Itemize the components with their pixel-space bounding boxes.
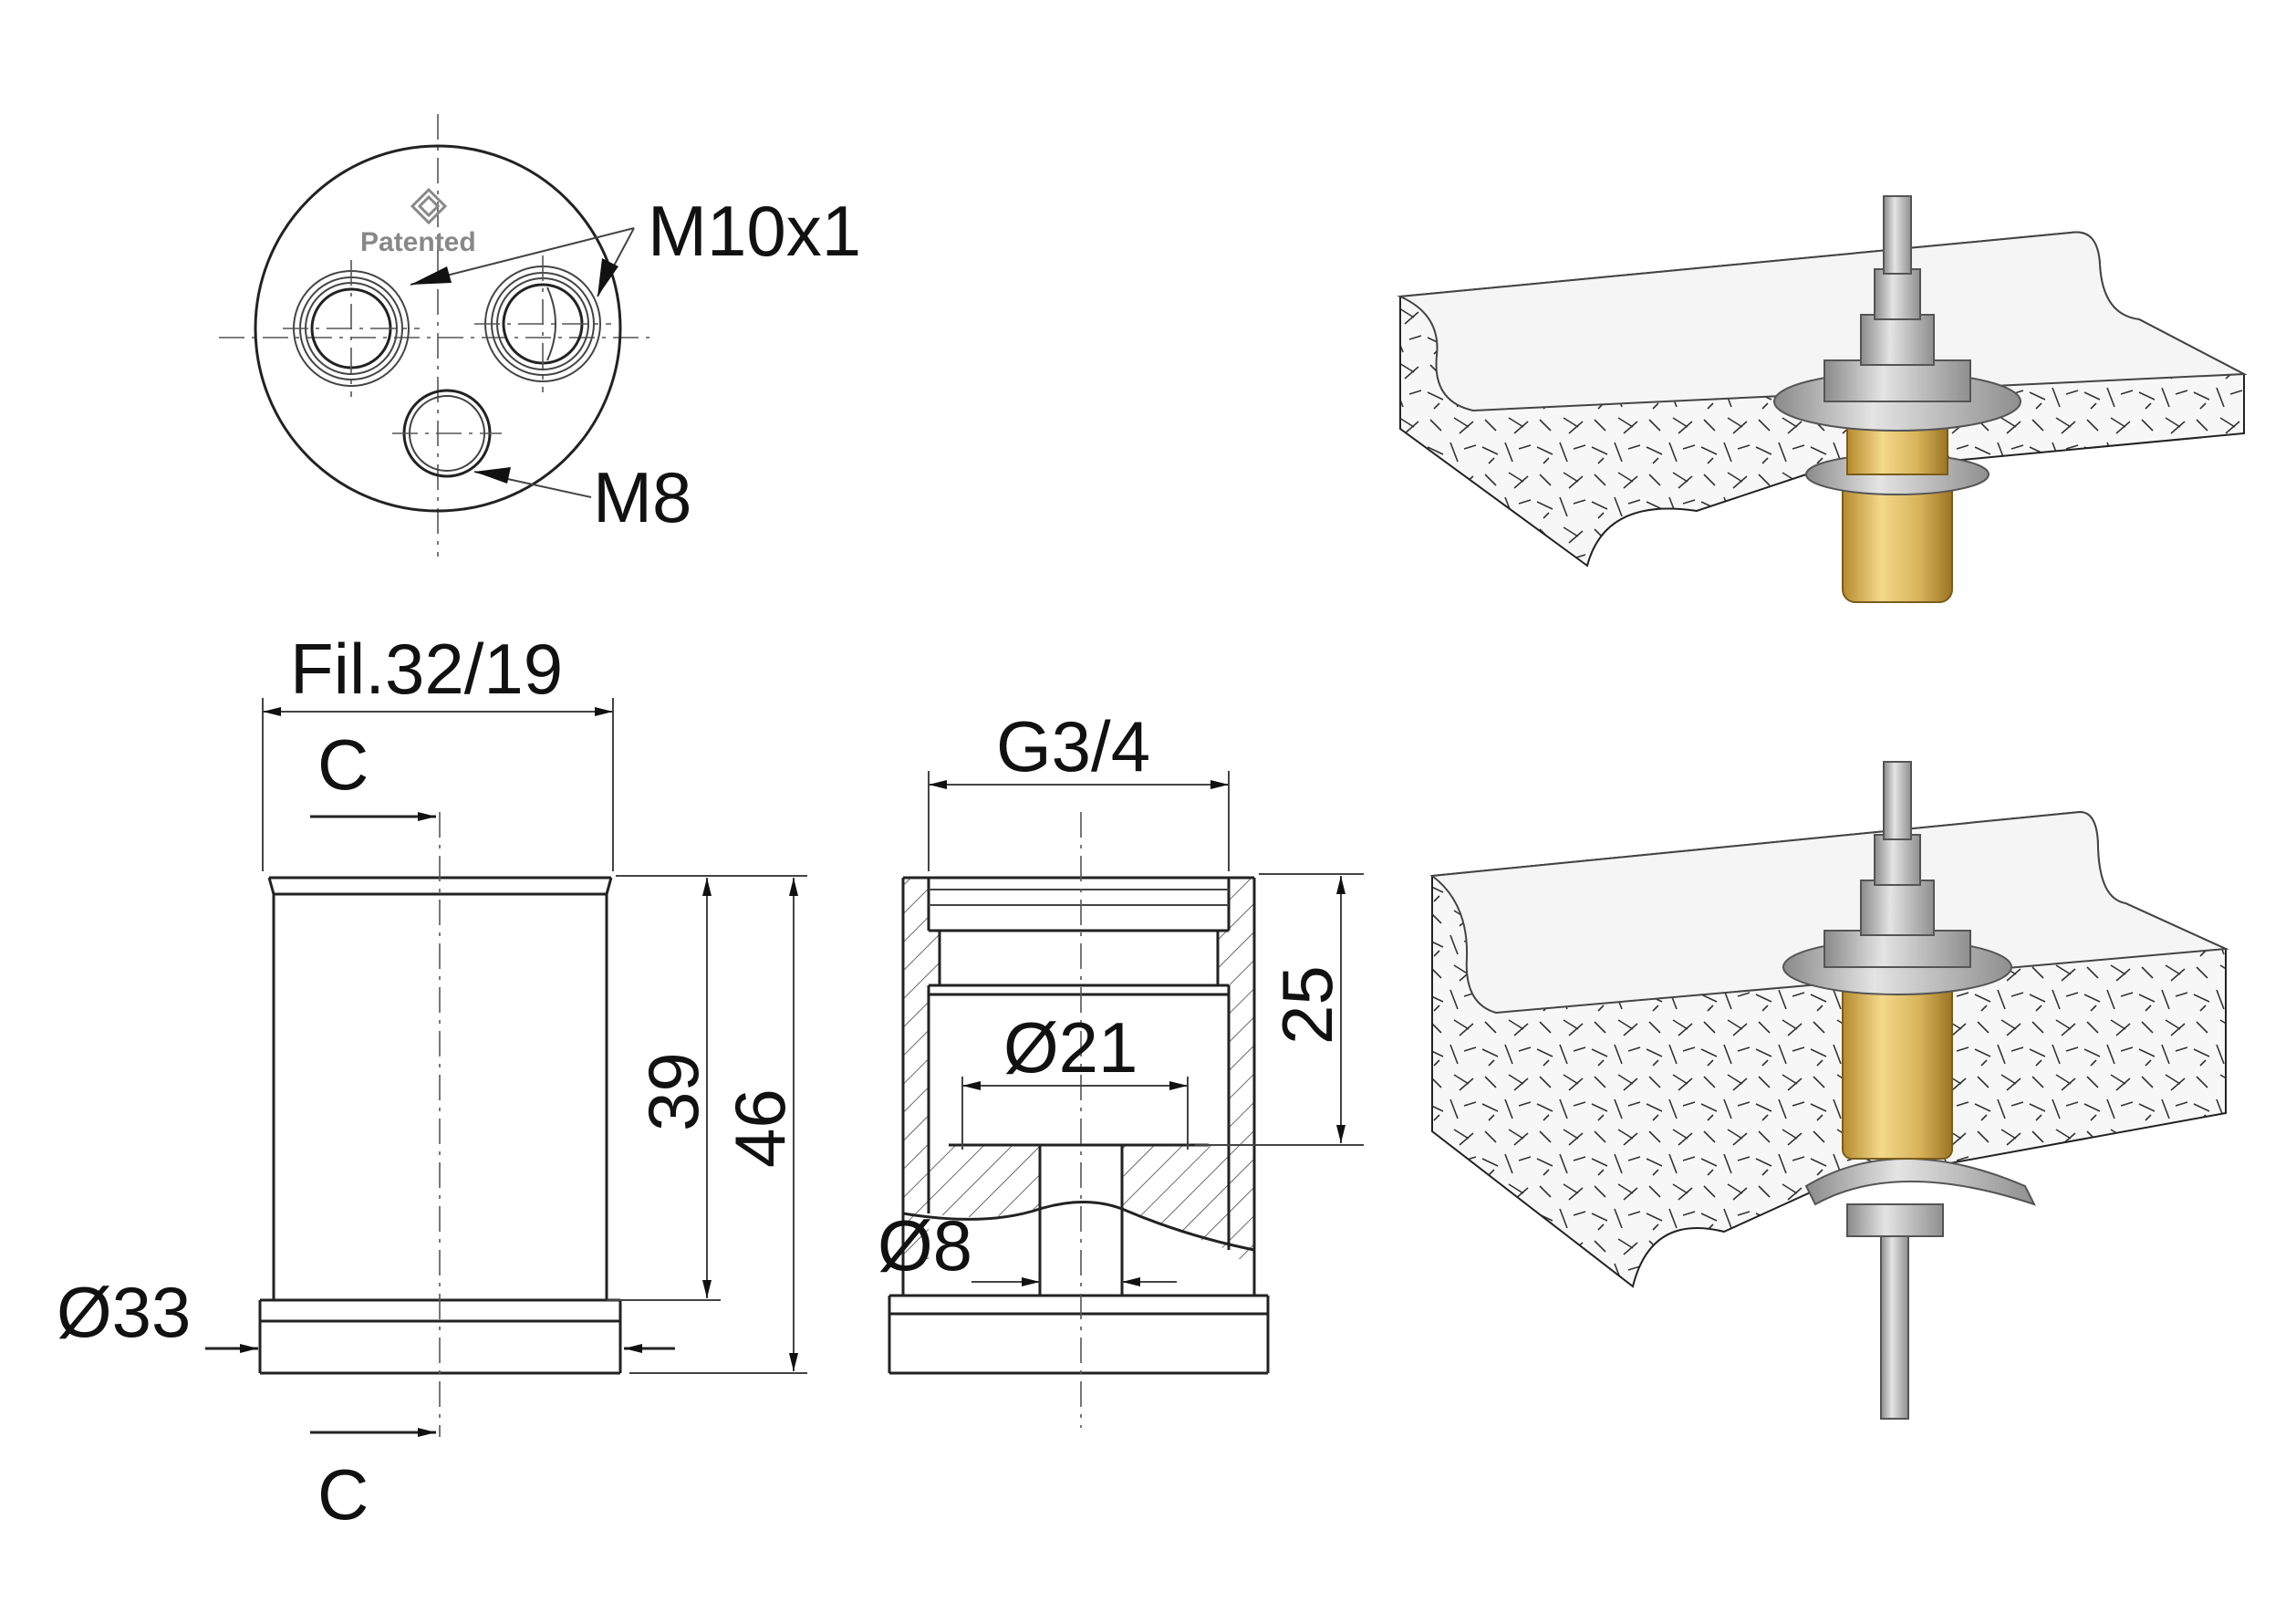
thread-hole-left: [283, 260, 420, 397]
patent-logo: [410, 187, 448, 225]
section-mark-top: C: [317, 724, 369, 805]
dim-height-46: 46: [720, 1088, 800, 1168]
installation-illustration-top: [1397, 195, 2248, 603]
dim-depth-25: 25: [1267, 965, 1347, 1045]
thread-hole-right: [474, 255, 611, 392]
section-view: G3/4 25 Ø21 Ø8: [878, 706, 1364, 1428]
thread-hole-bottom: [392, 389, 502, 478]
dim-g3-4: G3/4: [996, 706, 1150, 786]
installation-illustration-bottom: [1429, 761, 2229, 1420]
top-view: Patented M10x1 M8: [219, 114, 861, 557]
dim-diameter-21: Ø21: [1003, 1007, 1138, 1088]
thread-label-m8: M8: [593, 457, 691, 537]
dim-diameter-33: Ø33: [57, 1272, 191, 1352]
section-mark-bottom: C: [317, 1454, 369, 1535]
side-view: Fil.32/19 C C 39 46 Ø33: [57, 629, 807, 1535]
thread-label-m10x1: M10x1: [648, 191, 861, 271]
dim-fil-32-19: Fil.32/19: [290, 629, 563, 709]
patent-label: Patented: [360, 227, 476, 257]
dim-diameter-8: Ø8: [878, 1205, 972, 1286]
dim-height-39: 39: [633, 1052, 713, 1131]
